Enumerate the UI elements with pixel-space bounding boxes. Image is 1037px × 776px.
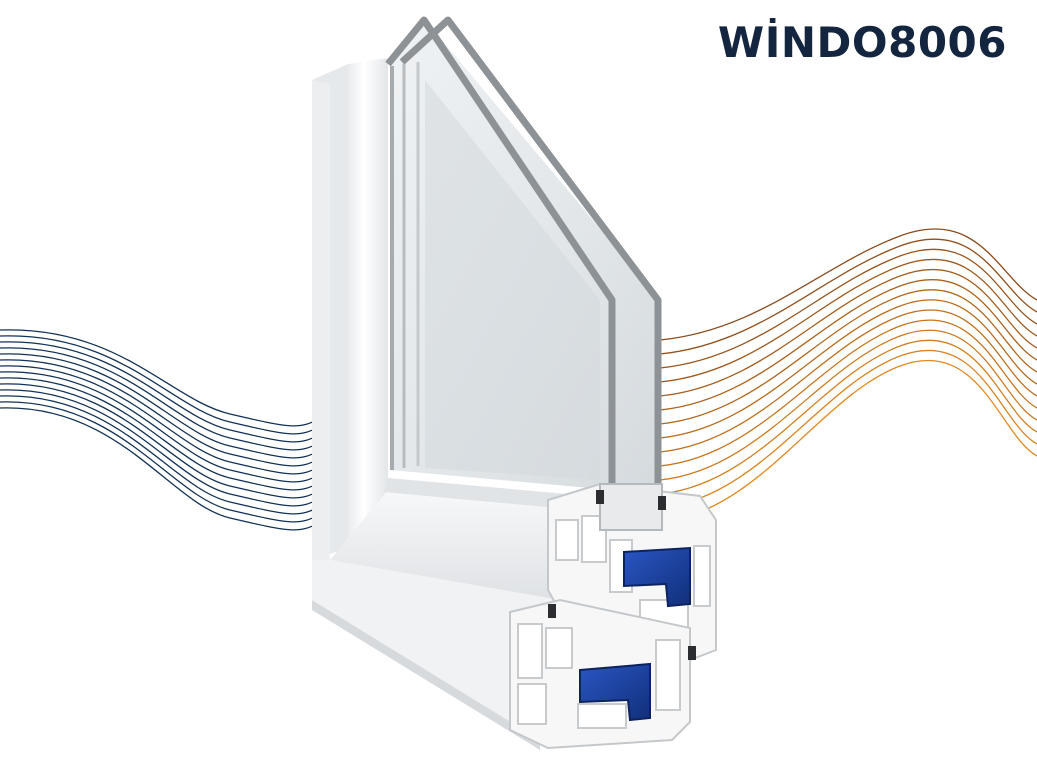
cold-wave-line — [0, 329, 321, 427]
cold-wave-line — [0, 359, 321, 467]
warm-wave-line — [659, 289, 1037, 425]
warm-wave-line — [659, 309, 1037, 453]
cold-wave-line — [0, 395, 321, 515]
warm-wave-line — [659, 299, 1037, 439]
warm-wave-line — [659, 279, 1037, 411]
frame-steel-reinforcement — [579, 662, 651, 722]
cold-wave-line — [0, 371, 321, 483]
warm-wave-lines — [659, 228, 1037, 523]
warm-wave-line — [659, 238, 1037, 355]
cold-wave-line — [0, 335, 321, 435]
cold-wave-line — [0, 407, 321, 531]
cold-wave-line — [0, 383, 321, 499]
warm-wave-line — [659, 339, 1037, 495]
warm-wave-line — [659, 359, 1037, 523]
warm-wave-line — [659, 258, 1037, 383]
cold-wave-line — [0, 377, 321, 491]
warm-wave-line — [659, 319, 1037, 467]
double-glazing-unit — [385, 16, 662, 520]
cold-wave-line — [0, 341, 321, 443]
warm-wave-line — [659, 268, 1037, 397]
cold-wave-line — [0, 389, 321, 507]
warm-wave-line — [659, 248, 1037, 369]
brand-logo-text: WİNDO8006 — [717, 18, 1007, 67]
warm-wave-line — [659, 329, 1037, 481]
outer-frame-vertical — [312, 58, 388, 610]
cold-wave-line — [0, 347, 321, 451]
cold-wave-lines — [0, 329, 321, 531]
warm-wave-line — [659, 349, 1037, 509]
warm-wave-line — [659, 228, 1037, 341]
cold-wave-line — [0, 365, 321, 475]
frame-profile-section — [509, 598, 696, 750]
sash-steel-reinforcement — [623, 546, 691, 608]
cold-wave-line — [0, 401, 321, 523]
cold-wave-line — [0, 353, 321, 459]
